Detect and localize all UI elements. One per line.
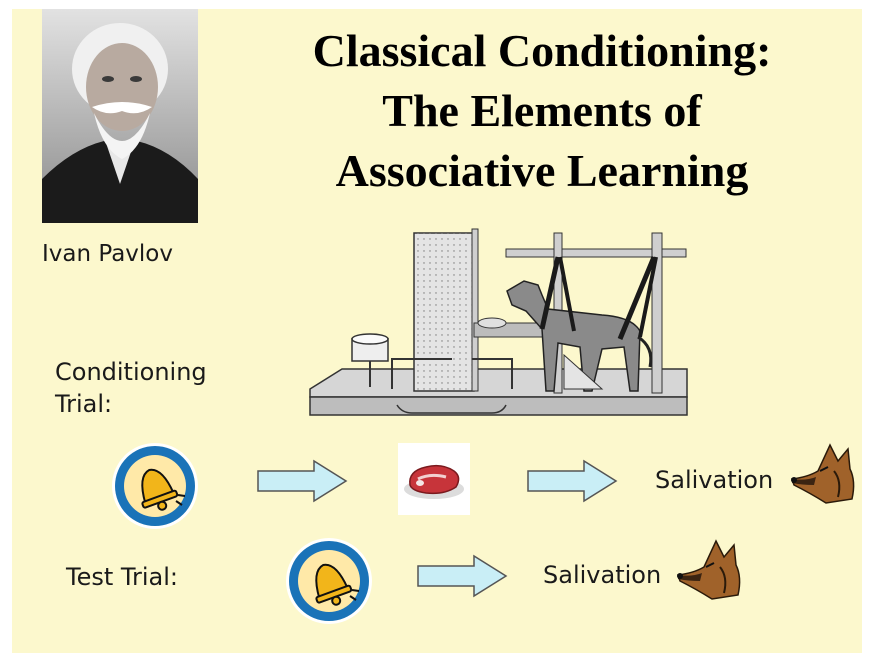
dog-head-icon — [790, 443, 855, 504]
salivation-text: Salivation — [543, 561, 662, 589]
bell-icon — [112, 443, 198, 529]
dog-head-icon — [676, 539, 741, 600]
title-line: Classical Conditioning: — [312, 25, 772, 76]
title-line: The Elements of — [382, 85, 702, 136]
conditioning-trial-label: Conditioning Trial: — [55, 356, 207, 420]
right-arrow-icon — [417, 554, 508, 598]
right-arrow-icon — [527, 459, 618, 503]
salivation-text: Salivation — [655, 466, 774, 494]
steak-icon — [398, 443, 470, 515]
conditioning-trial-line: Conditioning — [55, 358, 207, 386]
portrait-caption: Ivan Pavlov — [42, 241, 173, 267]
right-arrow-icon — [257, 459, 348, 503]
slide-title: Classical Conditioning: The Elements of … — [237, 21, 847, 201]
title-line: Associative Learning — [335, 145, 749, 196]
test-trial-label: Test Trial: — [66, 563, 179, 591]
conditioning-trial-line: Trial: — [55, 390, 113, 418]
bell-icon — [286, 538, 372, 624]
pavlov-apparatus-illustration — [309, 228, 688, 416]
pavlov-portrait — [42, 9, 198, 223]
slide: Ivan Pavlov Classical Conditioning: The … — [12, 9, 862, 653]
